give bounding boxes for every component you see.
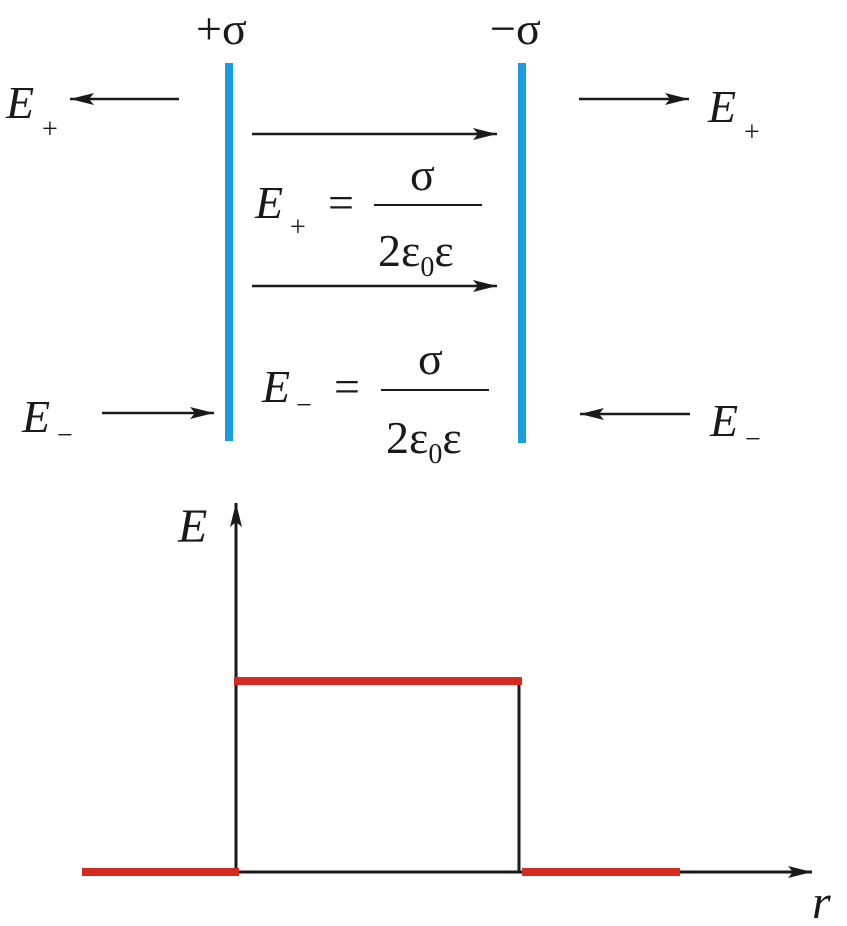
- e-minus-right-subscript: −: [745, 424, 761, 455]
- graph-profile: [82, 677, 680, 876]
- e-minus-right-symbol: E: [709, 395, 738, 446]
- e-plus-left-symbol: E: [5, 77, 34, 128]
- e-minus-left-subscript: −: [57, 420, 73, 451]
- formula-e-plus-equals: =: [328, 177, 354, 228]
- formula-e-minus-numerator: σ: [418, 333, 443, 384]
- e-minus-left-symbol: E: [21, 391, 50, 442]
- formula-e-minus-subscript: −: [296, 390, 312, 421]
- e-plus-right-symbol: E: [707, 81, 736, 132]
- formula-e-minus-equals: =: [334, 361, 360, 412]
- formula-e-plus-symbol: E: [254, 177, 283, 228]
- formula-e-plus-denominator: 2ε0ε: [378, 225, 454, 283]
- formula-e-plus: E + = σ 2ε0ε: [254, 149, 482, 283]
- graph-y-axis-label: E: [177, 500, 207, 553]
- e-plus-left-subscript: +: [42, 114, 58, 145]
- graph-x-axis-label: r: [812, 876, 831, 926]
- formula-e-plus-numerator: σ: [410, 149, 435, 200]
- formula-e-minus-denominator: 2ε0ε: [386, 412, 462, 470]
- formula-e-plus-subscript: +: [290, 212, 306, 243]
- formula-e-minus-symbol: E: [261, 361, 290, 412]
- e-plus-right-subscript: +: [744, 117, 760, 148]
- field-graph: E r: [82, 500, 831, 926]
- formula-e-minus: E − = σ 2ε0ε: [261, 333, 489, 470]
- plus-sigma-label: +σ: [196, 3, 247, 54]
- minus-sigma-label: −σ: [490, 3, 541, 54]
